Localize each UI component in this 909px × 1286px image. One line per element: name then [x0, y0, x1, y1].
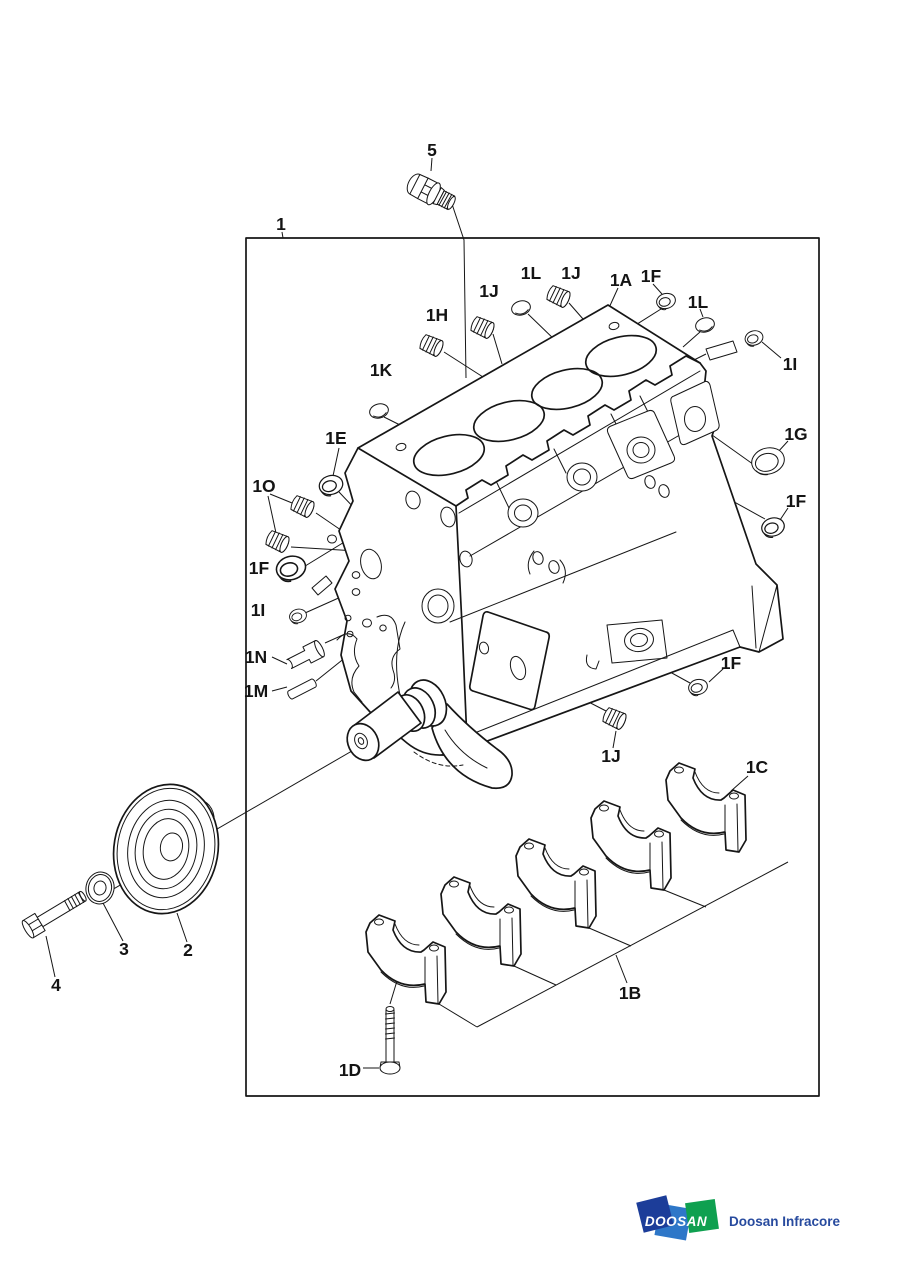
callout-1b: 1B: [619, 983, 641, 1003]
callout-1n: 1N: [245, 647, 267, 667]
callout-1l: 1L: [521, 263, 542, 283]
callout-1f: 1F: [721, 653, 742, 673]
callout-1k: 1K: [370, 360, 393, 380]
bearing-cap: [440, 876, 522, 967]
block-front-face: [327, 490, 456, 730]
bearing-cap: [365, 914, 447, 1005]
callout-1o: 1O: [252, 476, 275, 496]
callout-2: 2: [183, 940, 193, 960]
part-1-boundary-box: [245, 237, 820, 1097]
part-1j-screw-plug: [468, 314, 497, 341]
logo-square-green: [685, 1199, 719, 1233]
part-1l-dome-plug: [693, 315, 717, 335]
callout-1j: 1J: [561, 263, 580, 283]
callout-4: 4: [51, 975, 61, 995]
callout-1j: 1J: [479, 281, 498, 301]
callout-1d: 1D: [339, 1060, 361, 1080]
part-1k-dome-plug: [367, 401, 391, 421]
part-1o-screw-plug: [288, 493, 317, 520]
part-1m-pin: [287, 678, 317, 700]
bearing-cap: [515, 838, 597, 929]
callout-1i: 1I: [783, 354, 798, 374]
part-1n-dowel: [286, 640, 325, 670]
part-5-sensor: [406, 173, 456, 211]
bearing-cap: [590, 800, 672, 891]
callout-1j: 1J: [601, 746, 620, 766]
callout-1m: 1M: [244, 681, 268, 701]
part-1o-screw-plug: [263, 528, 292, 555]
callout-3: 3: [119, 939, 129, 959]
callout-labels: 1 5 1H 1J 1L 1J 1A 1F 1L 1I 1K 1E 1G 1O …: [51, 140, 808, 1080]
part-1d-bolt: [379, 1006, 401, 1075]
callout-1a: 1A: [610, 270, 633, 290]
callout-1f: 1F: [249, 558, 270, 578]
callout-5: 5: [427, 140, 437, 160]
callout-1l: 1L: [688, 292, 709, 312]
cylinder-bores: [395, 321, 658, 477]
crank-pulley-assembly: [21, 783, 220, 939]
logo-square-navy: [636, 1195, 674, 1233]
callout-1e: 1E: [325, 428, 346, 448]
part-1j-screw-plug: [600, 705, 629, 732]
callout-1i: 1I: [251, 600, 266, 620]
plug-parts: [263, 283, 788, 732]
part-1i-cup-plug: [287, 606, 309, 626]
doosan-logo: DOOSAN Doosan Infracore: [636, 1195, 841, 1241]
part-4-bolt: [21, 890, 87, 939]
pointer-ribbon: [705, 340, 738, 361]
bearing-cap-1c: [665, 762, 747, 853]
crankshaft-nose: [346, 679, 513, 790]
block-side-face: [449, 380, 778, 754]
main-bearing-caps: [365, 762, 747, 1005]
part-1f-cup-plug: [654, 290, 678, 312]
part-1j-screw-plug: [544, 283, 573, 310]
callout-1g: 1G: [784, 424, 807, 444]
callout-1: 1: [276, 214, 286, 234]
callout-1f: 1F: [786, 491, 807, 511]
brand-name: Doosan Infracore: [729, 1214, 841, 1229]
callout-1c: 1C: [746, 757, 769, 777]
part-1f-cup-plug: [686, 676, 710, 698]
engine-cylinder-block: [327, 304, 784, 790]
callout-1f: 1F: [641, 266, 662, 286]
part-1f-cup-plug: [759, 514, 788, 541]
part-3-washer: [85, 871, 115, 905]
pointer-ribbon: [311, 575, 333, 596]
logo-wordmark: DOOSAN: [645, 1214, 707, 1229]
part-1h-screw-plug: [417, 332, 446, 359]
part-1i-cup-plug: [742, 328, 766, 349]
callout-1h: 1H: [426, 305, 448, 325]
part-2-pulley: [112, 783, 220, 915]
part-1g-seal-ring: [751, 447, 785, 476]
part-1f-cup-plug: [272, 552, 310, 585]
